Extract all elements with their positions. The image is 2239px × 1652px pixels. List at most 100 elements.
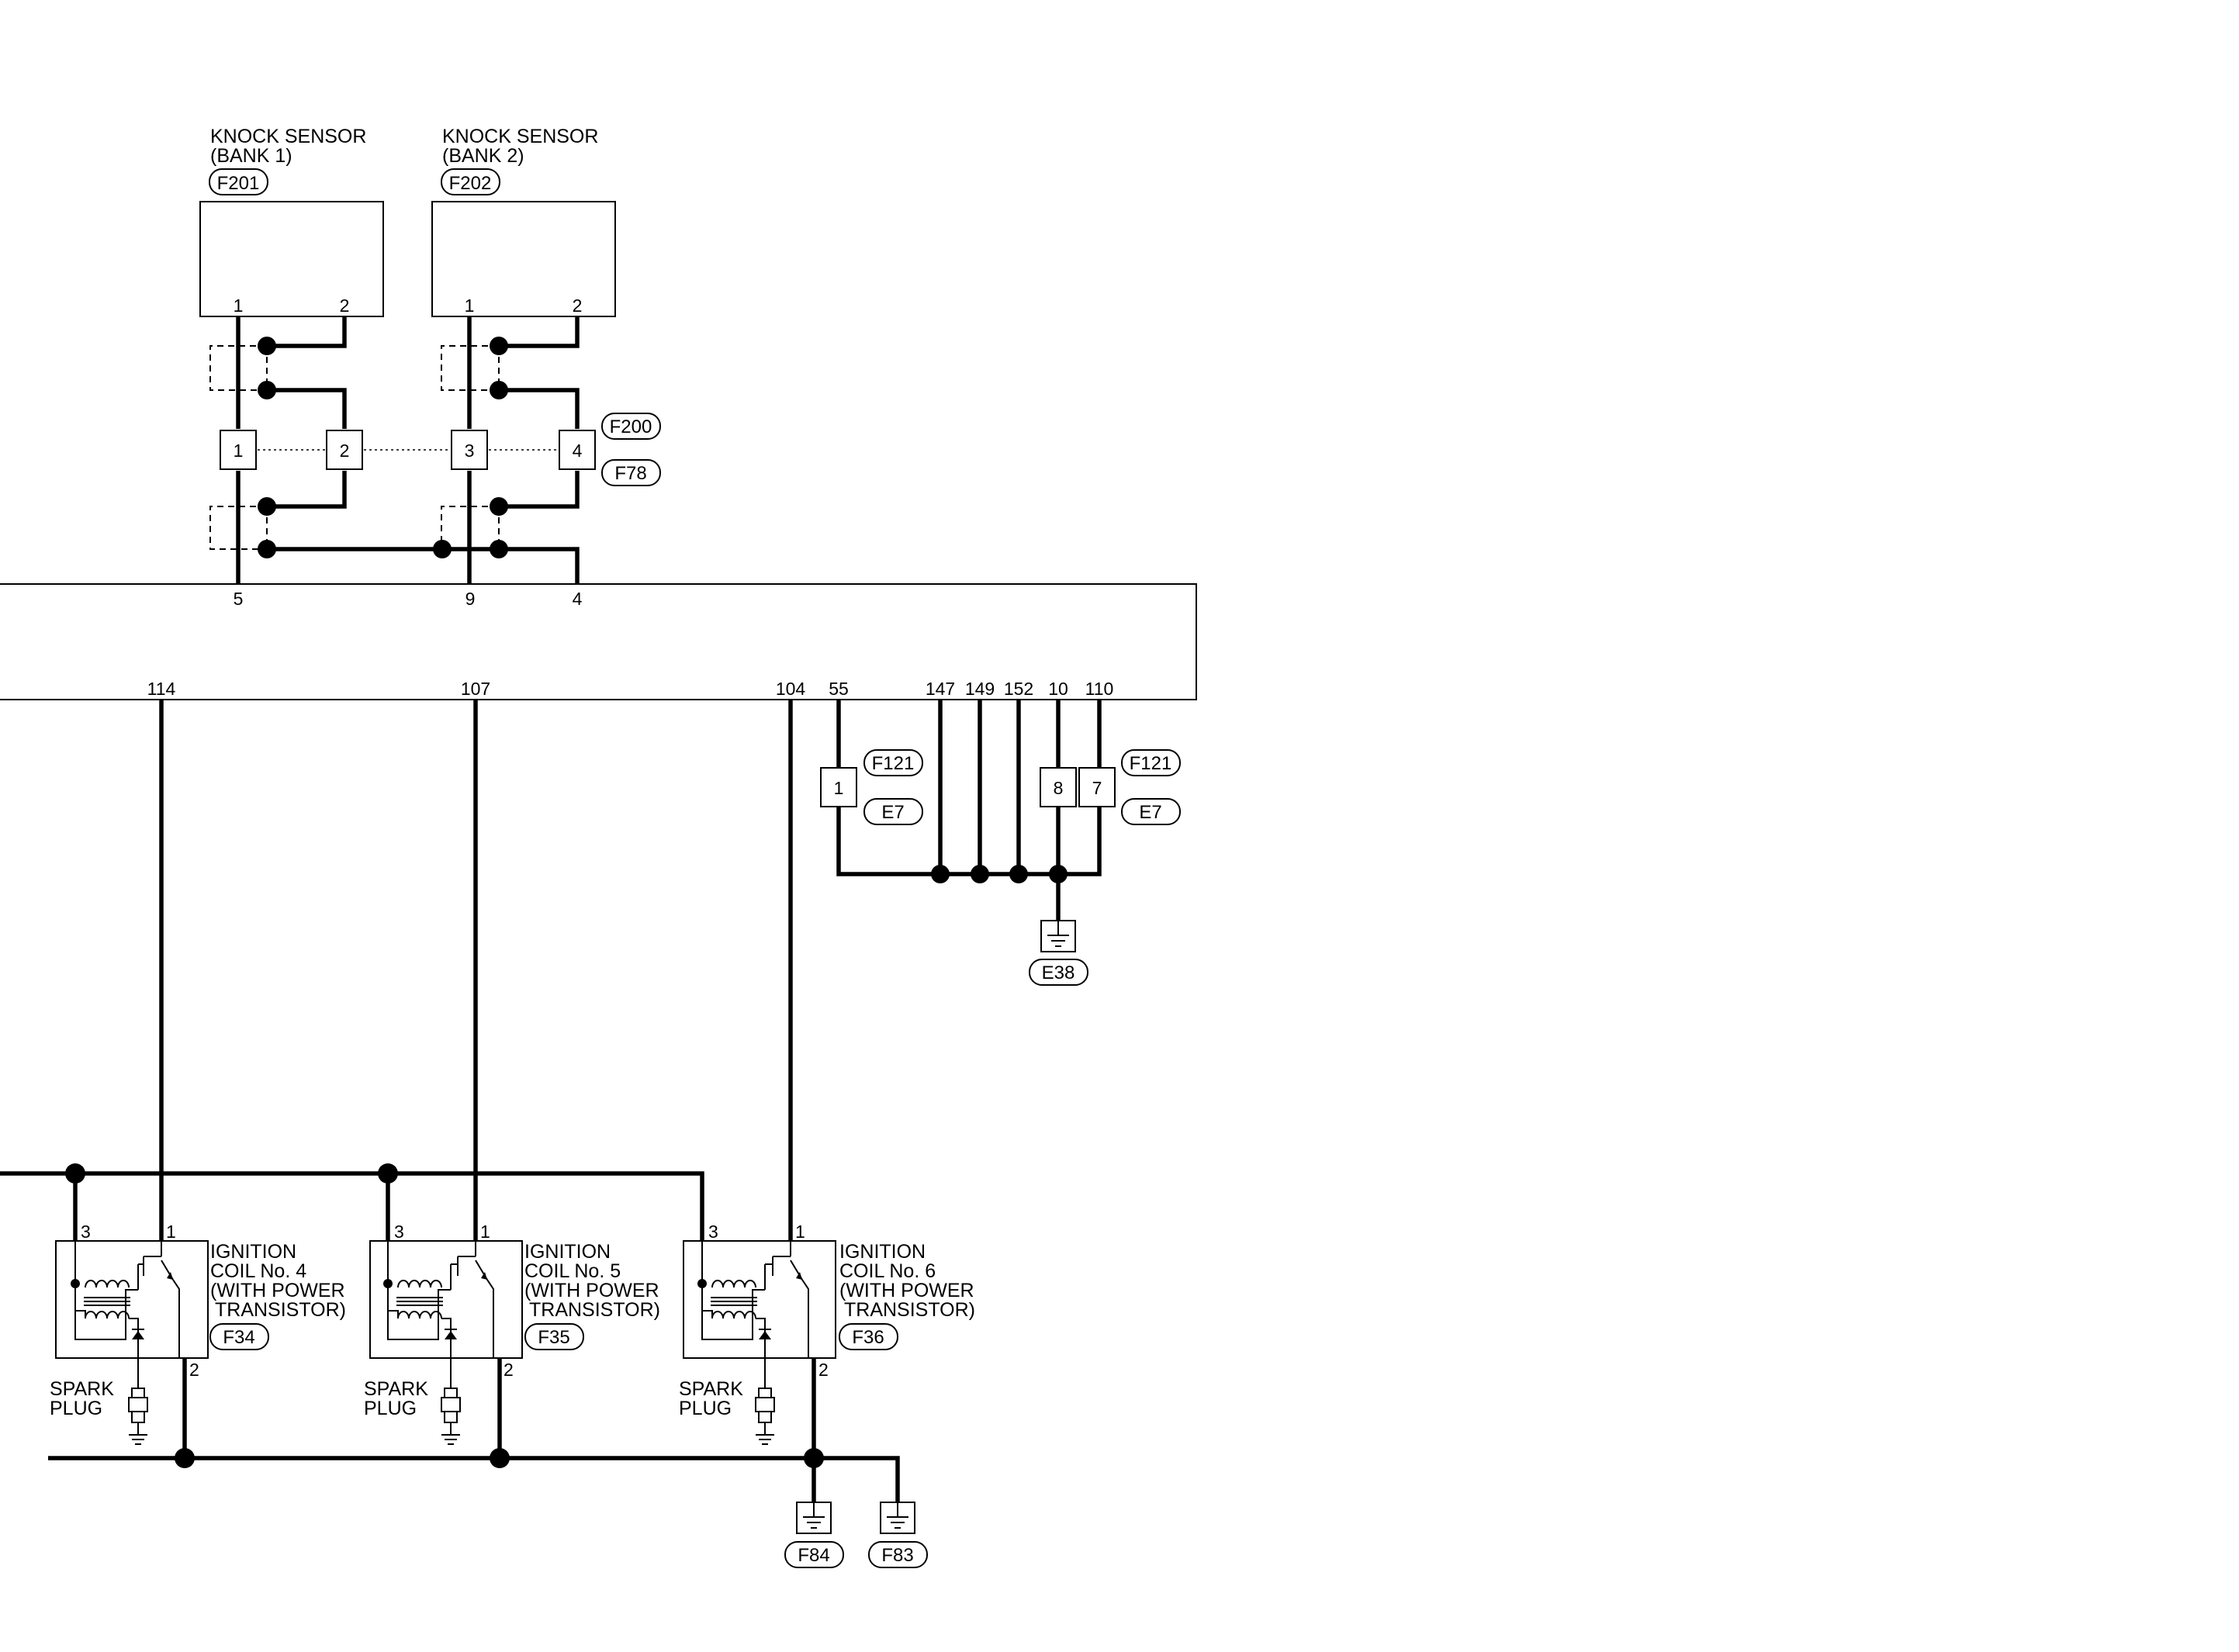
ground-connector-left-top-label: F121	[872, 753, 915, 774]
knock-sensor-1-pin2: 2	[340, 295, 350, 316]
ecm-body	[0, 583, 1197, 700]
ground-connector-left-bottom-tag	[863, 798, 923, 825]
ecm-pin-147: 147	[926, 679, 955, 699]
ecm-top-pin-9: 9	[465, 589, 476, 609]
knock-sensor-1-name-line1: KNOCK SENSOR	[210, 126, 366, 147]
ignition-coil-4-line4: TRANSISTOR)	[215, 1299, 346, 1321]
joint-connector-f200-f78: 1 2 3 4 F200 F78	[220, 413, 661, 486]
ignition-coil-6-line2: COIL No. 6	[839, 1260, 936, 1282]
knock-sensor-1-name-line2: (BANK 1)	[210, 145, 292, 167]
ecm-pin-149: 149	[965, 679, 995, 699]
ground-connector-right-top-tag	[1121, 749, 1181, 776]
spark-plug-4-icon	[128, 1388, 148, 1445]
ignition-coil-4-pin1: 1	[166, 1222, 176, 1242]
knock-sensor-1-connector: F201	[217, 173, 260, 194]
ignition-coil-4-connector-tag	[209, 1323, 269, 1350]
ignition-coil-4-body	[55, 1240, 209, 1359]
ground-connector-right-pin-8: 8	[1054, 778, 1064, 798]
ignition-coil-4-connector: F34	[223, 1327, 254, 1348]
ignition-coil-5-line4: TRANSISTOR)	[529, 1299, 660, 1321]
ecm-top-pin-5: 5	[234, 589, 244, 609]
ignition-coil-4-pin2: 2	[189, 1360, 199, 1380]
joint-terminal-3	[451, 430, 488, 470]
ecm-pin-104: 104	[776, 679, 806, 699]
ground-connector-right-pin-7: 7	[1092, 778, 1102, 798]
joint-connector-bottom-label: F78	[614, 463, 646, 484]
ignition-coil-4-transistor	[167, 1272, 173, 1280]
ignition-coil-4-primary-winding	[85, 1280, 130, 1288]
knock-sensor-2-body	[431, 201, 616, 317]
ignition-coil-5-pin3: 3	[394, 1222, 404, 1242]
joint-terminal-1-label: 1	[234, 441, 244, 461]
ground-connector-right-bottom-tag	[1121, 798, 1181, 825]
joint-terminal-2	[326, 430, 363, 470]
ignition-coil-4-secondary-winding	[85, 1311, 130, 1319]
ground-connector-right-top-label: F121	[1130, 753, 1172, 774]
ignition-coil-6-connector-tag	[839, 1323, 898, 1350]
ignition-coil-4: 3 1 2 SPARK PLU	[50, 1222, 346, 1445]
joint-connector-top-label: F200	[610, 416, 652, 437]
ignition-coil-6-diode	[759, 1331, 771, 1339]
joint-terminal-3-label: 3	[465, 441, 475, 461]
ignition-coil-5-connector: F35	[538, 1327, 569, 1348]
ignition-coil-4-pin3: 3	[81, 1222, 91, 1242]
ground-connector-left-top-tag	[863, 749, 923, 776]
ignition-coil-5-pin2: 2	[504, 1360, 514, 1380]
ignition-coil-5-diode	[445, 1331, 457, 1339]
ignition-coil-5-primary-winding	[397, 1280, 442, 1288]
power-bus	[0, 1163, 704, 1241]
ignition-coil-4-line3: (WITH POWER	[210, 1280, 345, 1301]
spark-plug-5-line1: SPARK	[364, 1378, 428, 1400]
ground-symbol-f84	[796, 1502, 832, 1534]
ground-connector-right-bottom-label: E7	[1139, 802, 1161, 823]
knock-sensor-1-body	[199, 201, 384, 317]
joint-terminal-4-label: 4	[573, 441, 583, 461]
joint-connector-bottom-tag	[601, 459, 661, 486]
ignition-coil-5-pin1: 1	[480, 1222, 490, 1242]
ignition-coil-6-connector: F36	[852, 1327, 884, 1348]
ignition-coil-5-line3: (WITH POWER	[524, 1280, 659, 1301]
joint-connector-top-tag	[601, 413, 661, 440]
ignition-coil-5-secondary-winding	[397, 1311, 442, 1319]
ignition-coil-5-line1: IGNITION	[524, 1241, 611, 1263]
ground-connector-left-box	[820, 767, 857, 807]
ecm-pin-10: 10	[1048, 679, 1068, 699]
spark-plug-5-line2: PLUG	[364, 1398, 417, 1419]
knock-sensor-1-pin1: 1	[234, 295, 244, 316]
ignition-coil-6-pin1: 1	[795, 1222, 805, 1242]
spark-plug-5-icon	[441, 1388, 461, 1445]
ignition-coil-6: 3 1 2 SPARK PLUG	[679, 1222, 975, 1445]
ignition-coil-5-line2: COIL No. 5	[524, 1260, 621, 1282]
joint-terminal-2-label: 2	[340, 441, 350, 461]
knock-sensor-1-connector-tag	[209, 168, 268, 195]
knock-sensor-2-pin1: 1	[465, 295, 475, 316]
spark-plug-6-icon	[755, 1388, 775, 1445]
knock-sensor-bank-1: KNOCK SENSOR (BANK 1) F201 1 2	[199, 126, 384, 317]
joint-terminal-1	[220, 430, 257, 470]
ground-connector-left-bottom-label: E7	[881, 802, 904, 823]
knock-sensor-2-name-line2: (BANK 2)	[442, 145, 524, 167]
ignition-coil-5-transistor	[481, 1272, 487, 1280]
knock-sensor-bank-2: KNOCK SENSOR (BANK 2) F202 1 2	[431, 126, 616, 317]
ecm-top-pin-4: 4	[573, 589, 583, 609]
spark-plug-6-line1: SPARK	[679, 1378, 743, 1400]
ignition-coil-6-pin2: 2	[818, 1360, 829, 1380]
ignition-coil-6-line4: TRANSISTOR)	[844, 1299, 975, 1321]
spark-plug-6-line2: PLUG	[679, 1398, 732, 1419]
ignition-coil-6-line3: (WITH POWER	[839, 1280, 974, 1301]
ground-e38-label: E38	[1042, 963, 1075, 983]
ignition-coil-4-diode	[132, 1331, 144, 1339]
ecm-pin-55: 55	[829, 679, 849, 699]
ecm-pin-152: 152	[1004, 679, 1033, 699]
ignition-coil-6-pin3: 3	[708, 1222, 718, 1242]
ground-f83-label: F83	[881, 1545, 913, 1566]
ground-e38-tag	[1029, 959, 1088, 986]
ground-connector-left-pin: 1	[834, 778, 844, 798]
ground-connector-right-box-7	[1078, 767, 1116, 807]
knock-sensor-2-pin2: 2	[573, 295, 583, 316]
ignition-coil-6-line1: IGNITION	[839, 1241, 926, 1263]
ignition-coil-5-connector-tag	[524, 1323, 584, 1350]
ecm-pin-107: 107	[461, 679, 490, 699]
coil-ground-bus: F84 F83	[48, 1358, 928, 1568]
ecm-ground-circuit: 1 F121 E7 8 7 F121 E7 E38	[820, 700, 1181, 986]
